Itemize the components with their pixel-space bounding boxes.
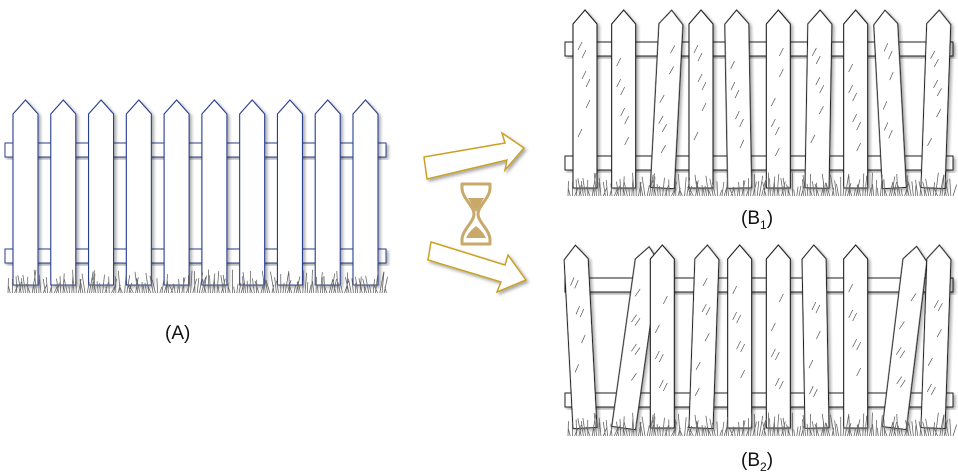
fence-picket xyxy=(873,9,907,190)
label-b1-subscript: 1 xyxy=(760,217,767,232)
fence-picket xyxy=(352,99,379,286)
label-a: (A) xyxy=(165,323,191,344)
fence-picket xyxy=(920,244,952,429)
label-b1-close: ) xyxy=(766,208,774,229)
label-b1-text: (B xyxy=(741,208,760,229)
grass xyxy=(567,412,957,437)
fence-picket xyxy=(125,99,152,286)
fence-picket xyxy=(163,99,190,286)
arrow-up-right-icon xyxy=(423,131,526,180)
label-b1: (B1) xyxy=(741,208,773,232)
fence-picket xyxy=(843,244,869,429)
fence-picket xyxy=(276,99,303,286)
fence-picket xyxy=(724,9,753,189)
fence-picket xyxy=(920,9,952,189)
fence-picket xyxy=(688,244,720,429)
fence-picket xyxy=(50,99,77,286)
grass xyxy=(567,172,957,197)
fence-picket xyxy=(563,244,598,430)
fence-picket xyxy=(727,244,753,429)
label-b2: (B2) xyxy=(741,450,773,474)
fence-picket xyxy=(88,99,115,286)
fence-picket xyxy=(314,99,341,286)
aged-fence-b2 xyxy=(563,244,957,437)
fence-picket xyxy=(688,9,714,189)
fence-picket xyxy=(765,244,791,429)
fence-picket xyxy=(843,9,869,189)
fence-picket xyxy=(611,9,637,189)
arrow-down-right-icon xyxy=(427,241,528,294)
new-fence xyxy=(4,99,388,294)
fence-picket xyxy=(572,9,598,189)
fence-picket xyxy=(881,245,928,431)
aged-fence-b1 xyxy=(564,9,957,197)
fence-picket xyxy=(649,244,675,429)
fence-picket xyxy=(611,245,660,431)
label-b2-close: ) xyxy=(766,450,774,471)
fence-picket xyxy=(649,9,684,190)
label-b2-subscript: 2 xyxy=(760,459,767,474)
fence-picket xyxy=(765,9,791,189)
fence-picket xyxy=(201,99,228,286)
fence-picket xyxy=(804,9,833,189)
fence-picket xyxy=(239,99,266,286)
fence-rail xyxy=(564,277,954,293)
hourglass-icon xyxy=(460,182,492,246)
label-b2-text: (B xyxy=(741,450,760,471)
grass xyxy=(7,269,388,294)
fence-picket xyxy=(12,99,39,286)
fence-picket xyxy=(801,244,830,429)
